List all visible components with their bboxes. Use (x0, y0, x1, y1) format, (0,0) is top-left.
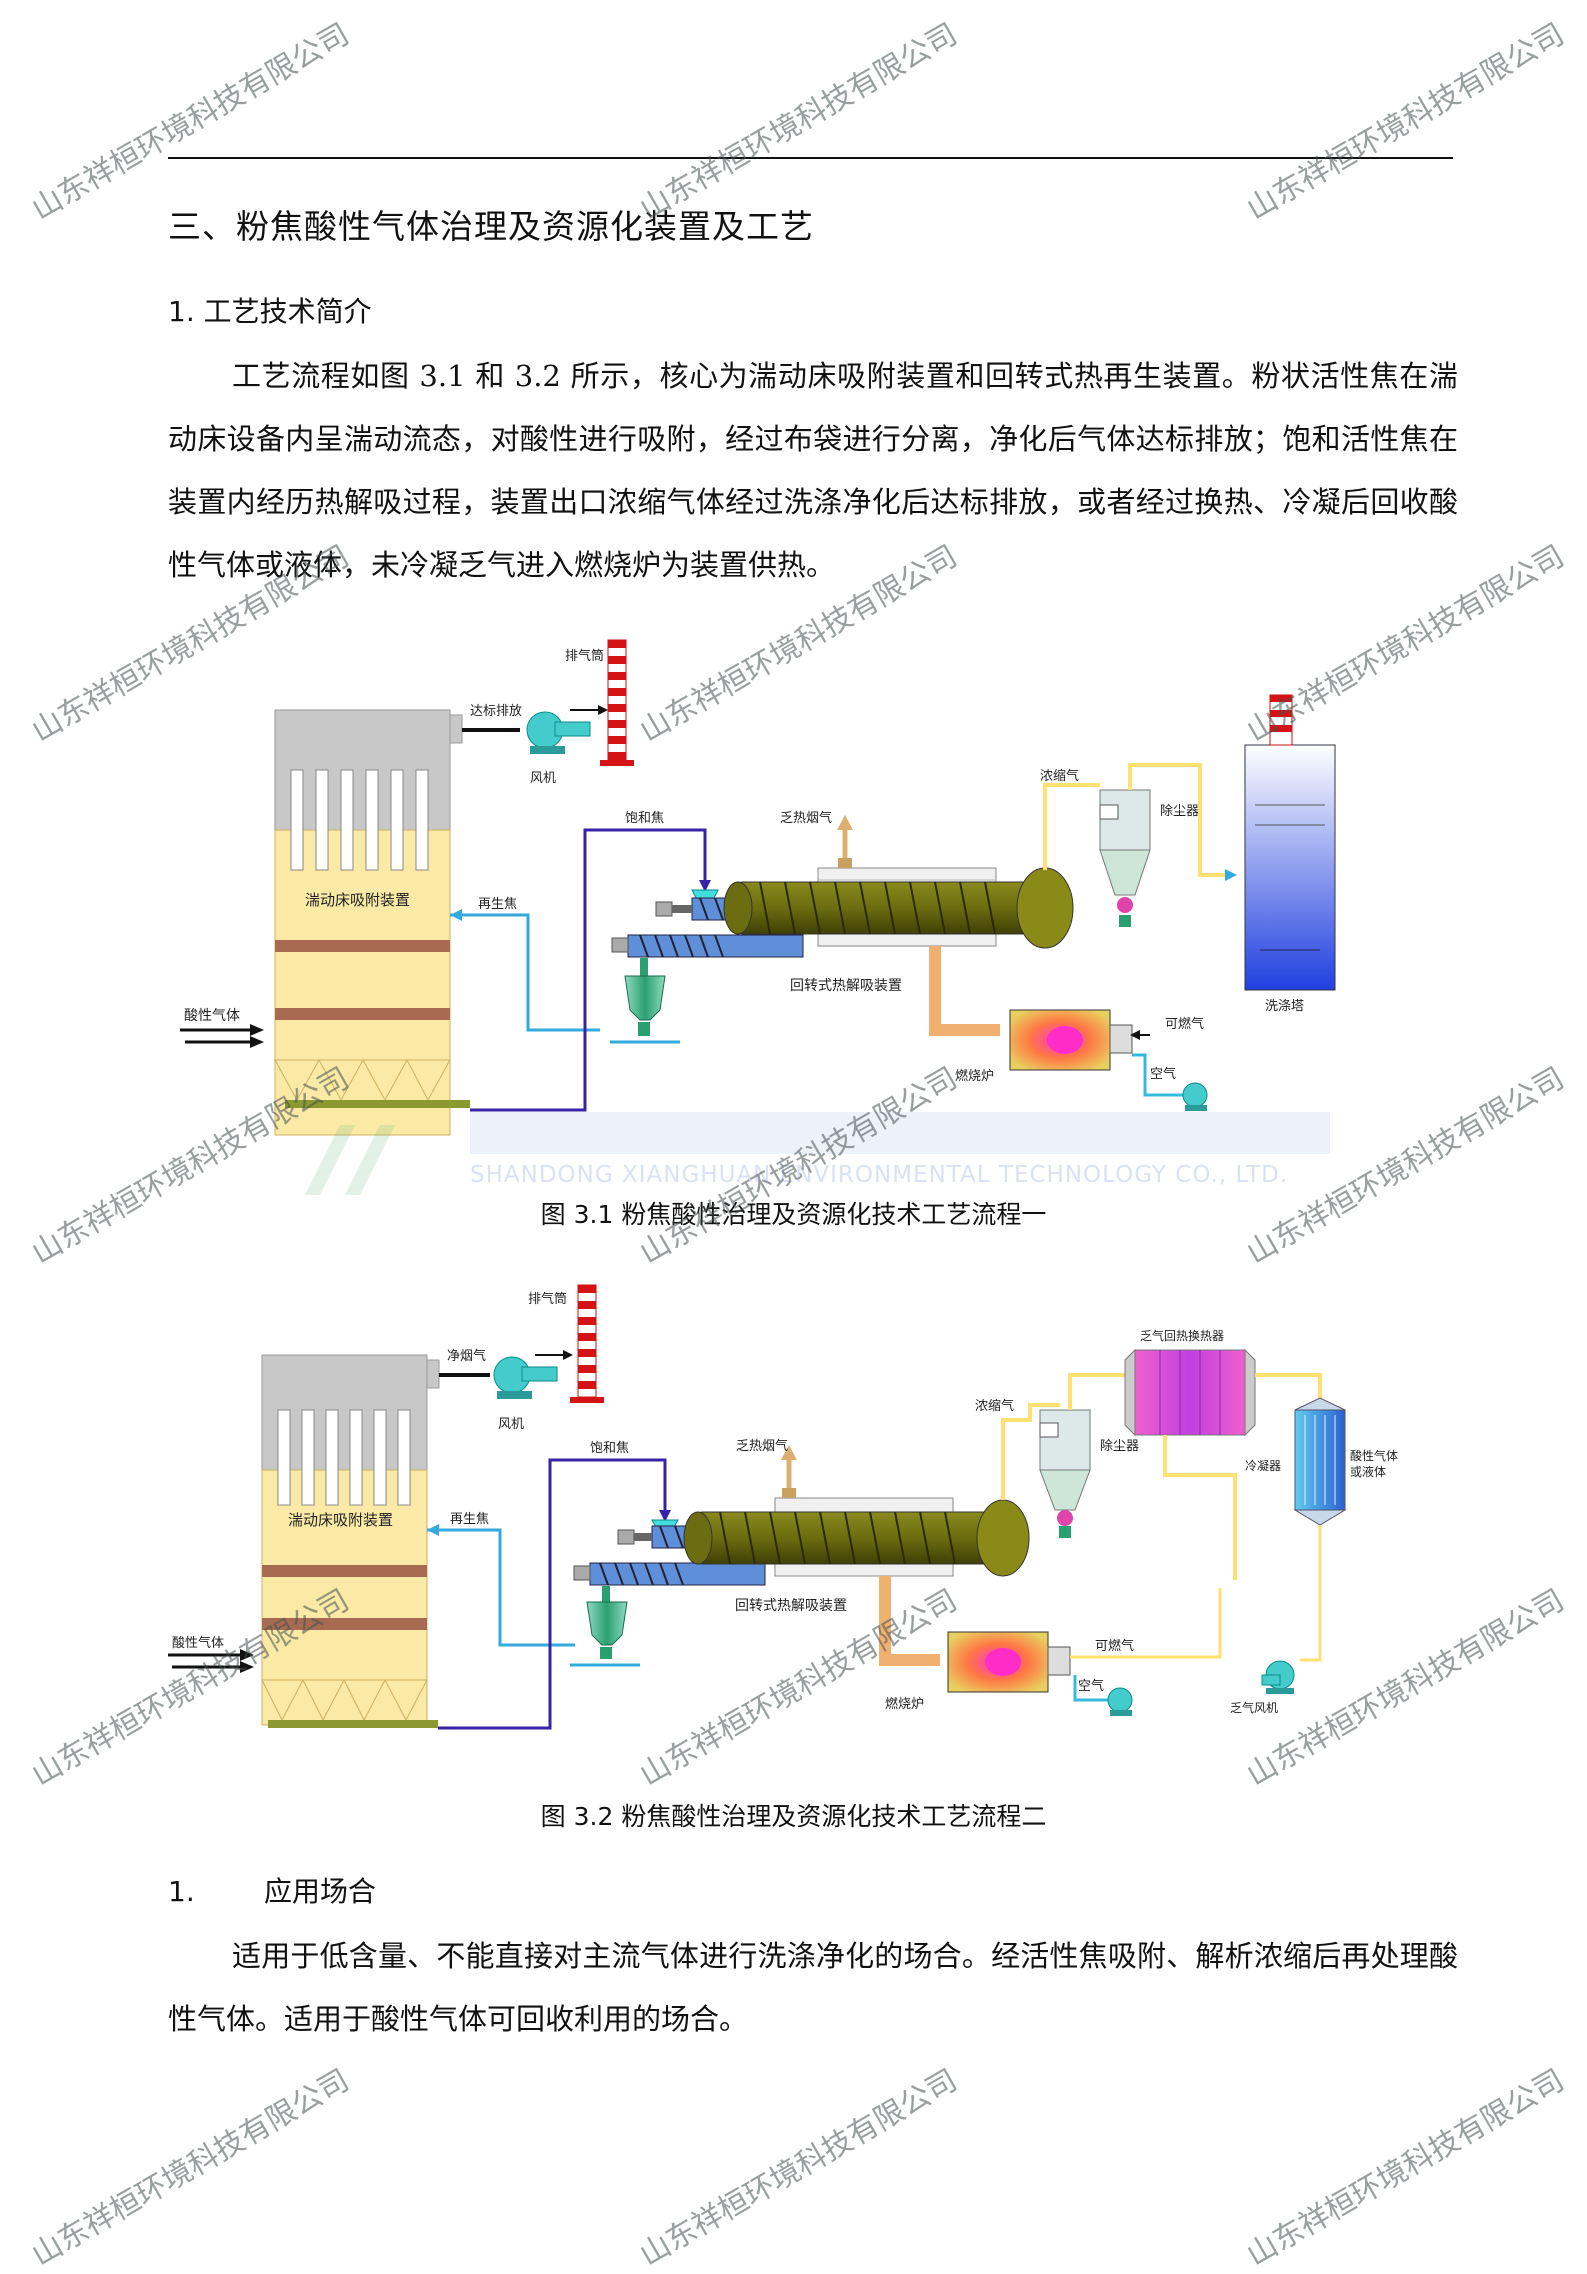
label-turbulent-bed-2: 湍动床吸附装置 (288, 1511, 393, 1529)
label-scrubber: 洗涤塔 (1265, 999, 1304, 1014)
label-saturated-coke-2: 饱和焦 (590, 1441, 629, 1456)
label-fan: 风机 (530, 771, 556, 786)
label-turbulent-bed: 湍动床吸附装置 (305, 891, 410, 909)
label-exhaust-fan: 乏气风机 (1230, 1700, 1278, 1715)
label-air-2: 空气 (1078, 1678, 1104, 1694)
label-flue-gas: 乏热烟气 (780, 810, 832, 826)
header-rule (168, 157, 1453, 159)
label-condenser: 冷凝器 (1245, 1458, 1281, 1473)
heat-exchanger (1124, 1348, 1256, 1437)
label-regen-coke-2: 再生焦 (450, 1512, 489, 1527)
stack-icon-2 (570, 1284, 604, 1403)
company-name-en-watermark: SHANDONG XIANGHUAN ENVIRONMENTAL TECHNOL… (470, 1162, 1289, 1188)
company-logo-watermark: SHANDONG XIANGHUAN ENVIRONMENTAL TECHNOL… (285, 1080, 1335, 1200)
subsection-title-intro: 1. 工艺技术简介 (168, 295, 372, 328)
label-fuel-gas: 可燃气 (1165, 1016, 1204, 1032)
label-stack: 排气筒 (565, 648, 604, 664)
condenser (1293, 1397, 1347, 1526)
label-clean-gas: 净烟气 (447, 1348, 486, 1364)
label-acid-product-2: 或液体 (1350, 1464, 1386, 1479)
label-flue-gas-2: 乏热烟气 (736, 1438, 788, 1454)
label-acid-gas-2: 酸性气体 (172, 1635, 224, 1651)
label-air: 空气 (1150, 1066, 1176, 1082)
applications-paragraph-text: 适用于低含量、不能直接对主流气体进行洗涤净化的场合。经活性焦吸附、解析浓缩后再处… (168, 1939, 1458, 2036)
label-furnace-2: 燃烧炉 (885, 1696, 924, 1712)
label-fuel-gas-2: 可燃气 (1095, 1638, 1134, 1654)
label-concentrated-gas-2: 浓缩气 (975, 1398, 1014, 1414)
stack-icon (600, 639, 634, 766)
section-title: 三、粉焦酸性气体治理及资源化装置及工艺 (168, 207, 814, 246)
label-discharge: 达标排放 (470, 704, 522, 719)
figure-3-2-caption: 图 3.2 粉焦酸性治理及资源化技术工艺流程二 (540, 1802, 1047, 1831)
label-fan-2: 风机 (498, 1417, 524, 1432)
scrubber-tower (1244, 694, 1336, 991)
label-saturated-coke: 饱和焦 (625, 811, 664, 826)
label-rotary-desorber: 回转式热解吸装置 (790, 978, 902, 994)
label-rotary-desorber-2: 回转式热解吸装置 (735, 1598, 847, 1614)
label-acid-product: 酸性气体 (1350, 1448, 1398, 1463)
label-concentrated-gas: 浓缩气 (1040, 768, 1079, 784)
label-dust-remover: 除尘器 (1160, 804, 1199, 819)
label-dust-remover-2: 除尘器 (1100, 1439, 1139, 1454)
label-stack-2: 排气筒 (528, 1291, 567, 1307)
label-acid-gas: 酸性气体 (184, 1008, 240, 1024)
label-heat-exchanger: 乏气回热换热器 (1140, 1328, 1224, 1343)
intro-paragraph: 工艺流程如图 3.1 和 3.2 所示，核心为湍动床吸附装置和回转式热再生装置。… (168, 345, 1458, 597)
subsection-number: 1. (168, 1875, 195, 1908)
label-furnace: 燃烧炉 (955, 1068, 994, 1084)
subsection-title-applications: 1. 应用场合 (168, 1870, 376, 1910)
intro-paragraph-text: 工艺流程如图 3.1 和 3.2 所示，核心为湍动床吸附装置和回转式热再生装置。… (168, 359, 1458, 582)
label-regen-coke: 再生焦 (478, 897, 517, 912)
applications-paragraph: 适用于低含量、不能直接对主流气体进行洗涤净化的场合。经活性焦吸附、解析浓缩后再处… (168, 1925, 1458, 2051)
figure-3-2-diagram: 湍动床吸附装置 酸性气体 净烟气 风机 排气筒 再生焦 (168, 1284, 1398, 1730)
figure-3-1-diagram: 湍动床吸附装置 酸性气体 达标排放 风机 排气筒 再生焦 (180, 639, 1336, 1136)
figure-3-1-caption: 图 3.1 粉焦酸性治理及资源化技术工艺流程一 (540, 1200, 1047, 1229)
subsection-title-text: 应用场合 (264, 1875, 377, 1908)
